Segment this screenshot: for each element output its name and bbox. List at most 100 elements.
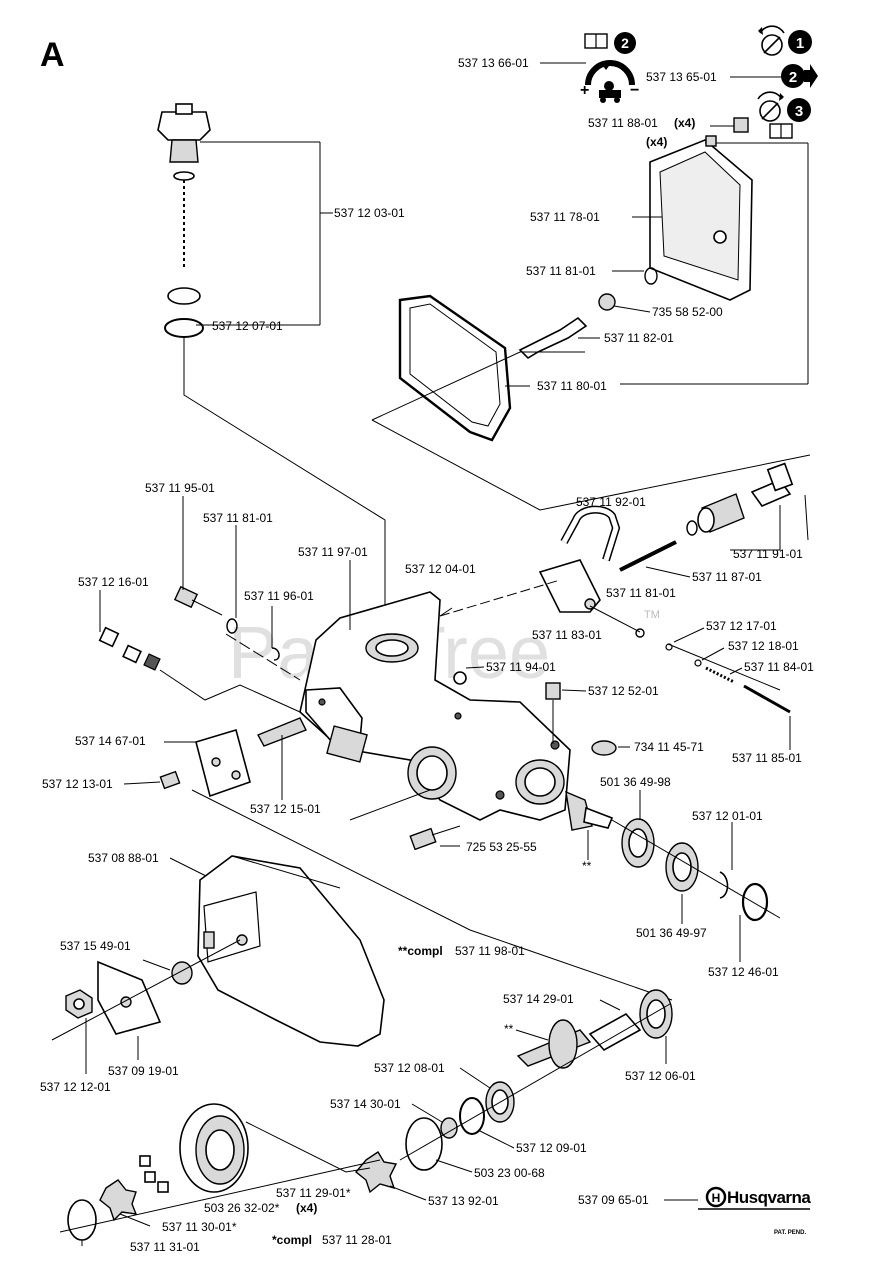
clutch-cover <box>197 855 385 1047</box>
label-537121301: 537 12 13-01 <box>42 777 113 791</box>
label-537120301: 537 12 03-01 <box>334 206 405 220</box>
oil-filter <box>619 462 794 572</box>
gearbox-housing <box>299 591 571 821</box>
cover-plate <box>97 960 162 1035</box>
label-537120401: 537 12 04-01 <box>405 562 476 576</box>
label-537121201: 537 12 12-01 <box>40 1080 111 1094</box>
oil-hose <box>560 505 621 562</box>
label-537118801: 537 11 88-01 <box>588 116 658 130</box>
label-537118001: 537 11 80-01 <box>537 379 607 393</box>
label-537119401: 537 11 94-01 <box>486 660 556 674</box>
label-501364998: 501 36 49-98 <box>600 775 671 789</box>
book-icon <box>584 33 608 49</box>
label-537143001: 537 14 30-01 <box>330 1097 401 1111</box>
label-537118701: 537 11 87-01 <box>692 570 762 584</box>
label-537124601: 537 12 46-01 <box>708 965 779 979</box>
bevel-gear <box>565 790 614 831</box>
label-537120101: 537 12 01-01 <box>692 809 763 823</box>
label-537088801: 537 08 88-01 <box>88 851 159 865</box>
label-501364997: 501 36 49-97 <box>636 926 707 940</box>
label-537136601: 537 13 66-01 <box>458 56 529 70</box>
svg-text:+: + <box>580 82 589 99</box>
step-2-badge-b: 2 <box>781 64 805 88</box>
hex-nut <box>65 989 93 1019</box>
bushing <box>171 961 193 985</box>
arrow-right-icon <box>804 64 818 88</box>
label-x4-c: (x4) <box>296 1201 317 1215</box>
label-537139201: 537 13 92-01 <box>428 1194 499 1208</box>
rotate-ccw-icon <box>758 25 785 56</box>
label-compl2-num: 537 11 28-01 <box>322 1233 392 1247</box>
label-star2-a: ** <box>582 859 592 873</box>
label-537120601: 537 12 06-01 <box>625 1069 696 1083</box>
label-537146701: 537 14 67-01 <box>75 734 146 748</box>
svg-text:2: 2 <box>621 35 629 51</box>
label-537120901: 537 12 09-01 <box>516 1141 587 1155</box>
label-x4-b: (x4) <box>646 135 667 149</box>
washer-b <box>694 659 702 667</box>
screw-left <box>98 585 280 671</box>
oil-adjust-icon: + − <box>580 60 639 103</box>
label-537118101-a: 537 11 81-01 <box>526 264 596 278</box>
oil-cap <box>157 103 211 338</box>
label-537154901: 537 15 49-01 <box>60 939 131 953</box>
label-537118401: 537 11 84-01 <box>744 660 814 674</box>
washer-734 <box>591 740 617 756</box>
label-537119201: 537 11 92-01 <box>576 495 646 509</box>
label-537119501: 537 11 95-01 <box>145 481 215 495</box>
label-503230068: 503 23 00-68 <box>474 1166 545 1180</box>
cover-housing <box>649 139 753 301</box>
socket-bolt <box>409 827 437 851</box>
label-537120801: 537 12 08-01 <box>374 1061 445 1075</box>
label-star2-b: ** <box>504 1022 514 1036</box>
washer-a <box>665 643 673 651</box>
step-1-badge: 1 <box>788 30 812 54</box>
label-537118501: 537 11 85-01 <box>732 751 802 765</box>
sleeve <box>440 1117 458 1139</box>
circlip-a <box>719 871 729 899</box>
circlip-c <box>459 1097 485 1135</box>
label-x4-a: (x4) <box>674 116 695 130</box>
label-537119101: 537 11 91-01 <box>733 547 803 561</box>
bearing-c <box>639 989 673 1039</box>
bolt-small <box>705 135 717 147</box>
circlip-b <box>741 882 769 922</box>
label-537096501: 537 09 65-01 <box>578 1193 649 1207</box>
label-503263202: 503 26 32-02* <box>204 1201 280 1215</box>
label-537119701: 537 11 97-01 <box>298 545 368 559</box>
label-537121701: 537 12 17-01 <box>706 619 777 633</box>
pump-block <box>538 559 601 613</box>
label-537113101: 537 11 31-01 <box>130 1240 200 1254</box>
spring <box>705 666 735 684</box>
label-537112901: 537 11 29-01* <box>276 1186 351 1200</box>
bolt-head <box>733 117 749 133</box>
label-compl1-bold: **compl <box>398 944 443 958</box>
end-disc <box>67 1199 97 1241</box>
label-537119601: 537 11 96-01 <box>244 589 314 603</box>
gear-shaft <box>516 1012 642 1069</box>
washer-disc <box>405 1117 443 1171</box>
needle <box>743 684 791 714</box>
svg-text:3: 3 <box>795 103 803 120</box>
bearing-b <box>665 842 699 892</box>
label-537118301: 537 11 83-01 <box>532 628 602 642</box>
label-537113001: 537 11 30-01* <box>162 1220 237 1234</box>
label-735585200: 735 58 52-00 <box>652 305 723 319</box>
label-725532555: 725 53 25-55 <box>466 840 537 854</box>
bearing-a <box>621 818 655 868</box>
svg-text:2: 2 <box>789 69 797 86</box>
husqvarna-logo-icon: H <box>705 1186 727 1208</box>
book-icon-small <box>769 123 793 139</box>
label-537091901: 537 09 19-01 <box>108 1064 179 1078</box>
label-537142901: 537 14 29-01 <box>503 992 574 1006</box>
label-537117801: 537 11 78-01 <box>530 210 600 224</box>
pat-pend: PAT. PEND. <box>774 1230 806 1236</box>
label-537121801: 537 12 18-01 <box>728 639 799 653</box>
label-537125201: 537 12 52-01 <box>588 684 659 698</box>
label-537118101-b: 537 11 81-01 <box>203 511 273 525</box>
label-537136501: 537 13 65-01 <box>646 70 717 84</box>
label-compl2-bold: *compl <box>272 1233 312 1247</box>
brand-name: Husqvarna <box>727 1188 811 1207</box>
adjust-screw <box>518 267 658 360</box>
clutch-drum <box>179 1103 249 1193</box>
